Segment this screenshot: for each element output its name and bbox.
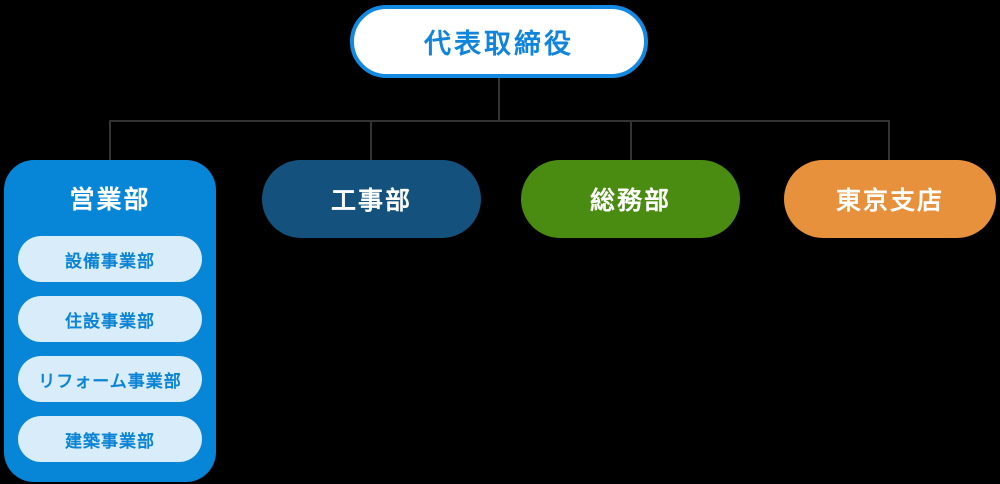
org-dept-sales: 営業部 設備事業部 住設事業部 リフォーム事業部 建築事業部 bbox=[4, 160, 216, 482]
org-dept-tokyo-branch: 東京支店 bbox=[784, 160, 996, 238]
division-item-kenchiku: 建築事業部 bbox=[18, 416, 202, 462]
division-item-setsubi: 設備事業部 bbox=[18, 236, 202, 282]
connector-drop-general-affairs bbox=[630, 121, 632, 161]
connector-root-stem bbox=[498, 78, 500, 121]
org-node-root: 代表取締役 bbox=[350, 5, 648, 78]
connector-drop-sales bbox=[109, 121, 111, 161]
division-item-reform: リフォーム事業部 bbox=[18, 356, 202, 402]
connector-drop-construction bbox=[370, 121, 372, 161]
org-dept-construction: 工事部 bbox=[262, 160, 481, 238]
org-dept-sales-label: 営業部 bbox=[69, 186, 151, 214]
division-item-jusetsu: 住設事業部 bbox=[18, 296, 202, 342]
connector-drop-tokyo-branch bbox=[888, 121, 890, 161]
sales-division-list: 設備事業部 住設事業部 リフォーム事業部 建築事業部 bbox=[4, 236, 216, 462]
connector-horizontal-bar bbox=[109, 120, 890, 122]
org-dept-general-affairs: 総務部 bbox=[521, 160, 740, 238]
